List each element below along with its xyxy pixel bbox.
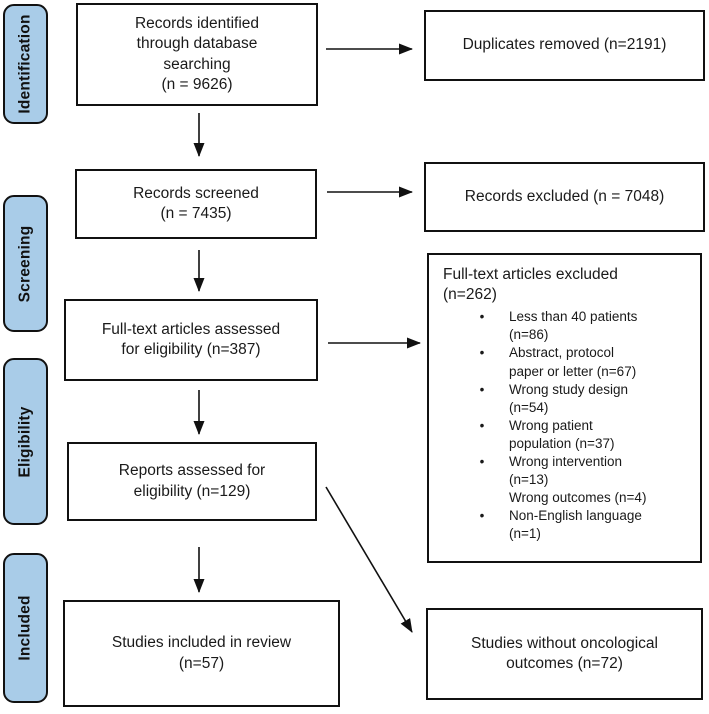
bullet-icon: •	[479, 381, 485, 397]
exclusion-reason-item: • Wrong patient population (n=37)	[443, 417, 694, 453]
stage-screening-label: Screening	[16, 225, 34, 302]
box-records-excluded: Records excluded (n = 7048)	[424, 162, 705, 232]
stage-eligibility: Eligibility	[3, 358, 48, 525]
bullet-icon: •	[479, 309, 485, 325]
exclusion-reason-text: Non-English language (n=1)	[509, 508, 642, 542]
bullet-icon: •	[479, 508, 485, 524]
stage-eligibility-label: Eligibility	[16, 405, 34, 478]
stage-identification: Identification	[3, 4, 48, 124]
stage-identification-label: Identification	[16, 14, 34, 114]
exclusion-reason-text: Wrong intervention (n=13)	[509, 453, 623, 487]
box-records-screened: Records screened (n = 7435)	[75, 169, 317, 239]
box-studies-included: Studies included in review (n=57)	[63, 600, 340, 707]
stage-included-label: Included	[16, 595, 34, 661]
exclusion-reason-item: • Wrong intervention (n=13)	[443, 453, 694, 489]
fulltext-excluded-heading: Full-text articles excluded (n=262)	[443, 266, 618, 304]
exclusion-reason-item: • Abstract, protocol paper or letter (n=6…	[443, 344, 694, 380]
exclusion-reason-text: Less than 40 patients (n=86)	[509, 309, 638, 343]
exclusion-reason-item: • Wrong study design (n=54)	[443, 381, 694, 417]
stage-screening: Screening	[3, 195, 48, 332]
box-reports-assessed: Reports assessed for eligibility (n=129)	[67, 442, 317, 521]
exclusion-reason-text: Abstract, protocol paper or letter (n=67…	[509, 345, 637, 379]
exclusion-reason-item: • Non-English language (n=1)	[443, 507, 694, 543]
bullet-icon: •	[479, 417, 485, 433]
bullet-icon: •	[479, 453, 485, 469]
box-records-identified: Records identified through database sear…	[76, 3, 318, 106]
exclusion-reason-text: Wrong patient population (n=37)	[509, 417, 615, 451]
exclusion-reason-text: Wrong outcomes (n=4)	[509, 490, 647, 506]
box-fulltext-excluded: Full-text articles excluded (n=262) • Les…	[427, 253, 702, 563]
box-fulltext-assessed: Full-text articles assessed for eligibil…	[64, 299, 318, 381]
stage-included: Included	[3, 553, 48, 703]
box-duplicates-removed: Duplicates removed (n=2191)	[424, 10, 705, 81]
exclusion-reason-item: • Less than 40 patients (n=86)	[443, 308, 694, 344]
exclusion-reasons-list: • Less than 40 patients (n=86) • Abstract, …	[443, 308, 694, 543]
exclusion-reason-text: Wrong study design (n=54)	[509, 381, 629, 415]
exclusion-reason-item: Wrong outcomes (n=4)	[443, 489, 694, 507]
box-studies-without-oncological: Studies without oncological outcomes (n=…	[426, 608, 703, 700]
bullet-icon: •	[479, 345, 485, 361]
bullet-spacer	[477, 489, 487, 507]
